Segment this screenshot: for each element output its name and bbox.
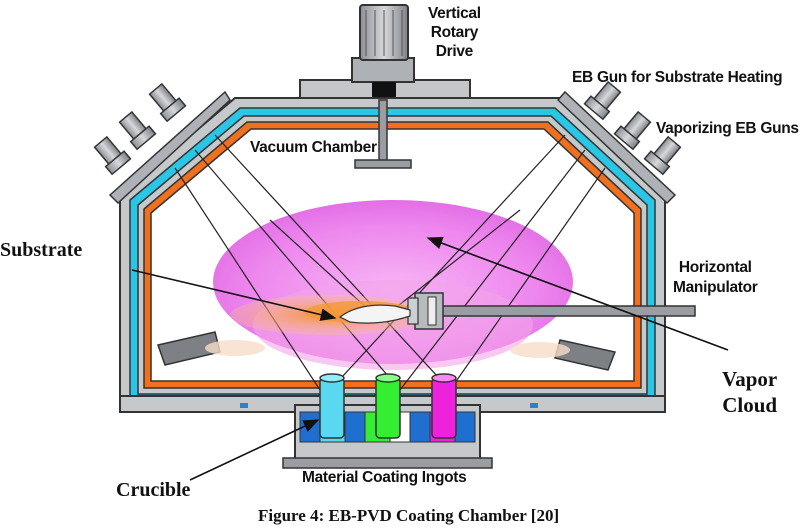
rotary-drive-line-3: Drive bbox=[435, 43, 474, 60]
horizontal-manipulator-label: Horizontal Manipulator bbox=[673, 258, 758, 298]
rotary-drive bbox=[299, 4, 471, 103]
rotary-shaft bbox=[354, 99, 412, 169]
material-ingots bbox=[319, 373, 457, 439]
crucible-label: Crucible bbox=[116, 479, 191, 501]
eb-guns-right bbox=[556, 80, 682, 205]
substrate-label: Substrate bbox=[0, 239, 83, 261]
substrate-part bbox=[338, 304, 411, 324]
manipulator-line-2: Manipulator bbox=[673, 279, 758, 296]
callout-arrows bbox=[131, 237, 729, 481]
electron-beams bbox=[174, 134, 606, 391]
side-heating-guns bbox=[157, 331, 617, 371]
vapor-cloud-line-2: Cloud bbox=[722, 393, 778, 417]
manipulator-line-1: Horizontal bbox=[678, 259, 752, 276]
vapor-cloud-label: Vapor Cloud bbox=[722, 366, 777, 418]
eb-gun-heating-label: EB Gun for Substrate Heating bbox=[572, 69, 783, 86]
rotary-drive-line-1: Vertical bbox=[428, 5, 481, 22]
vaporizing-guns-label: Vaporizing EB Guns bbox=[656, 120, 799, 137]
rotary-drive-label: Vertical Rotary Drive bbox=[428, 4, 481, 61]
vapor-cloud-line-1: Vapor bbox=[722, 367, 778, 391]
eb-guns-left bbox=[93, 82, 231, 205]
vacuum-chamber-label: Vacuum Chamber bbox=[250, 139, 377, 156]
material-ingots-label: Material Coating Ingots bbox=[302, 469, 467, 486]
horizontal-manipulator bbox=[407, 292, 696, 330]
rotary-drive-line-2: Rotary bbox=[430, 24, 479, 41]
figure-caption: Figure 4: EB-PVD Coating Chamber [20] bbox=[258, 506, 560, 525]
